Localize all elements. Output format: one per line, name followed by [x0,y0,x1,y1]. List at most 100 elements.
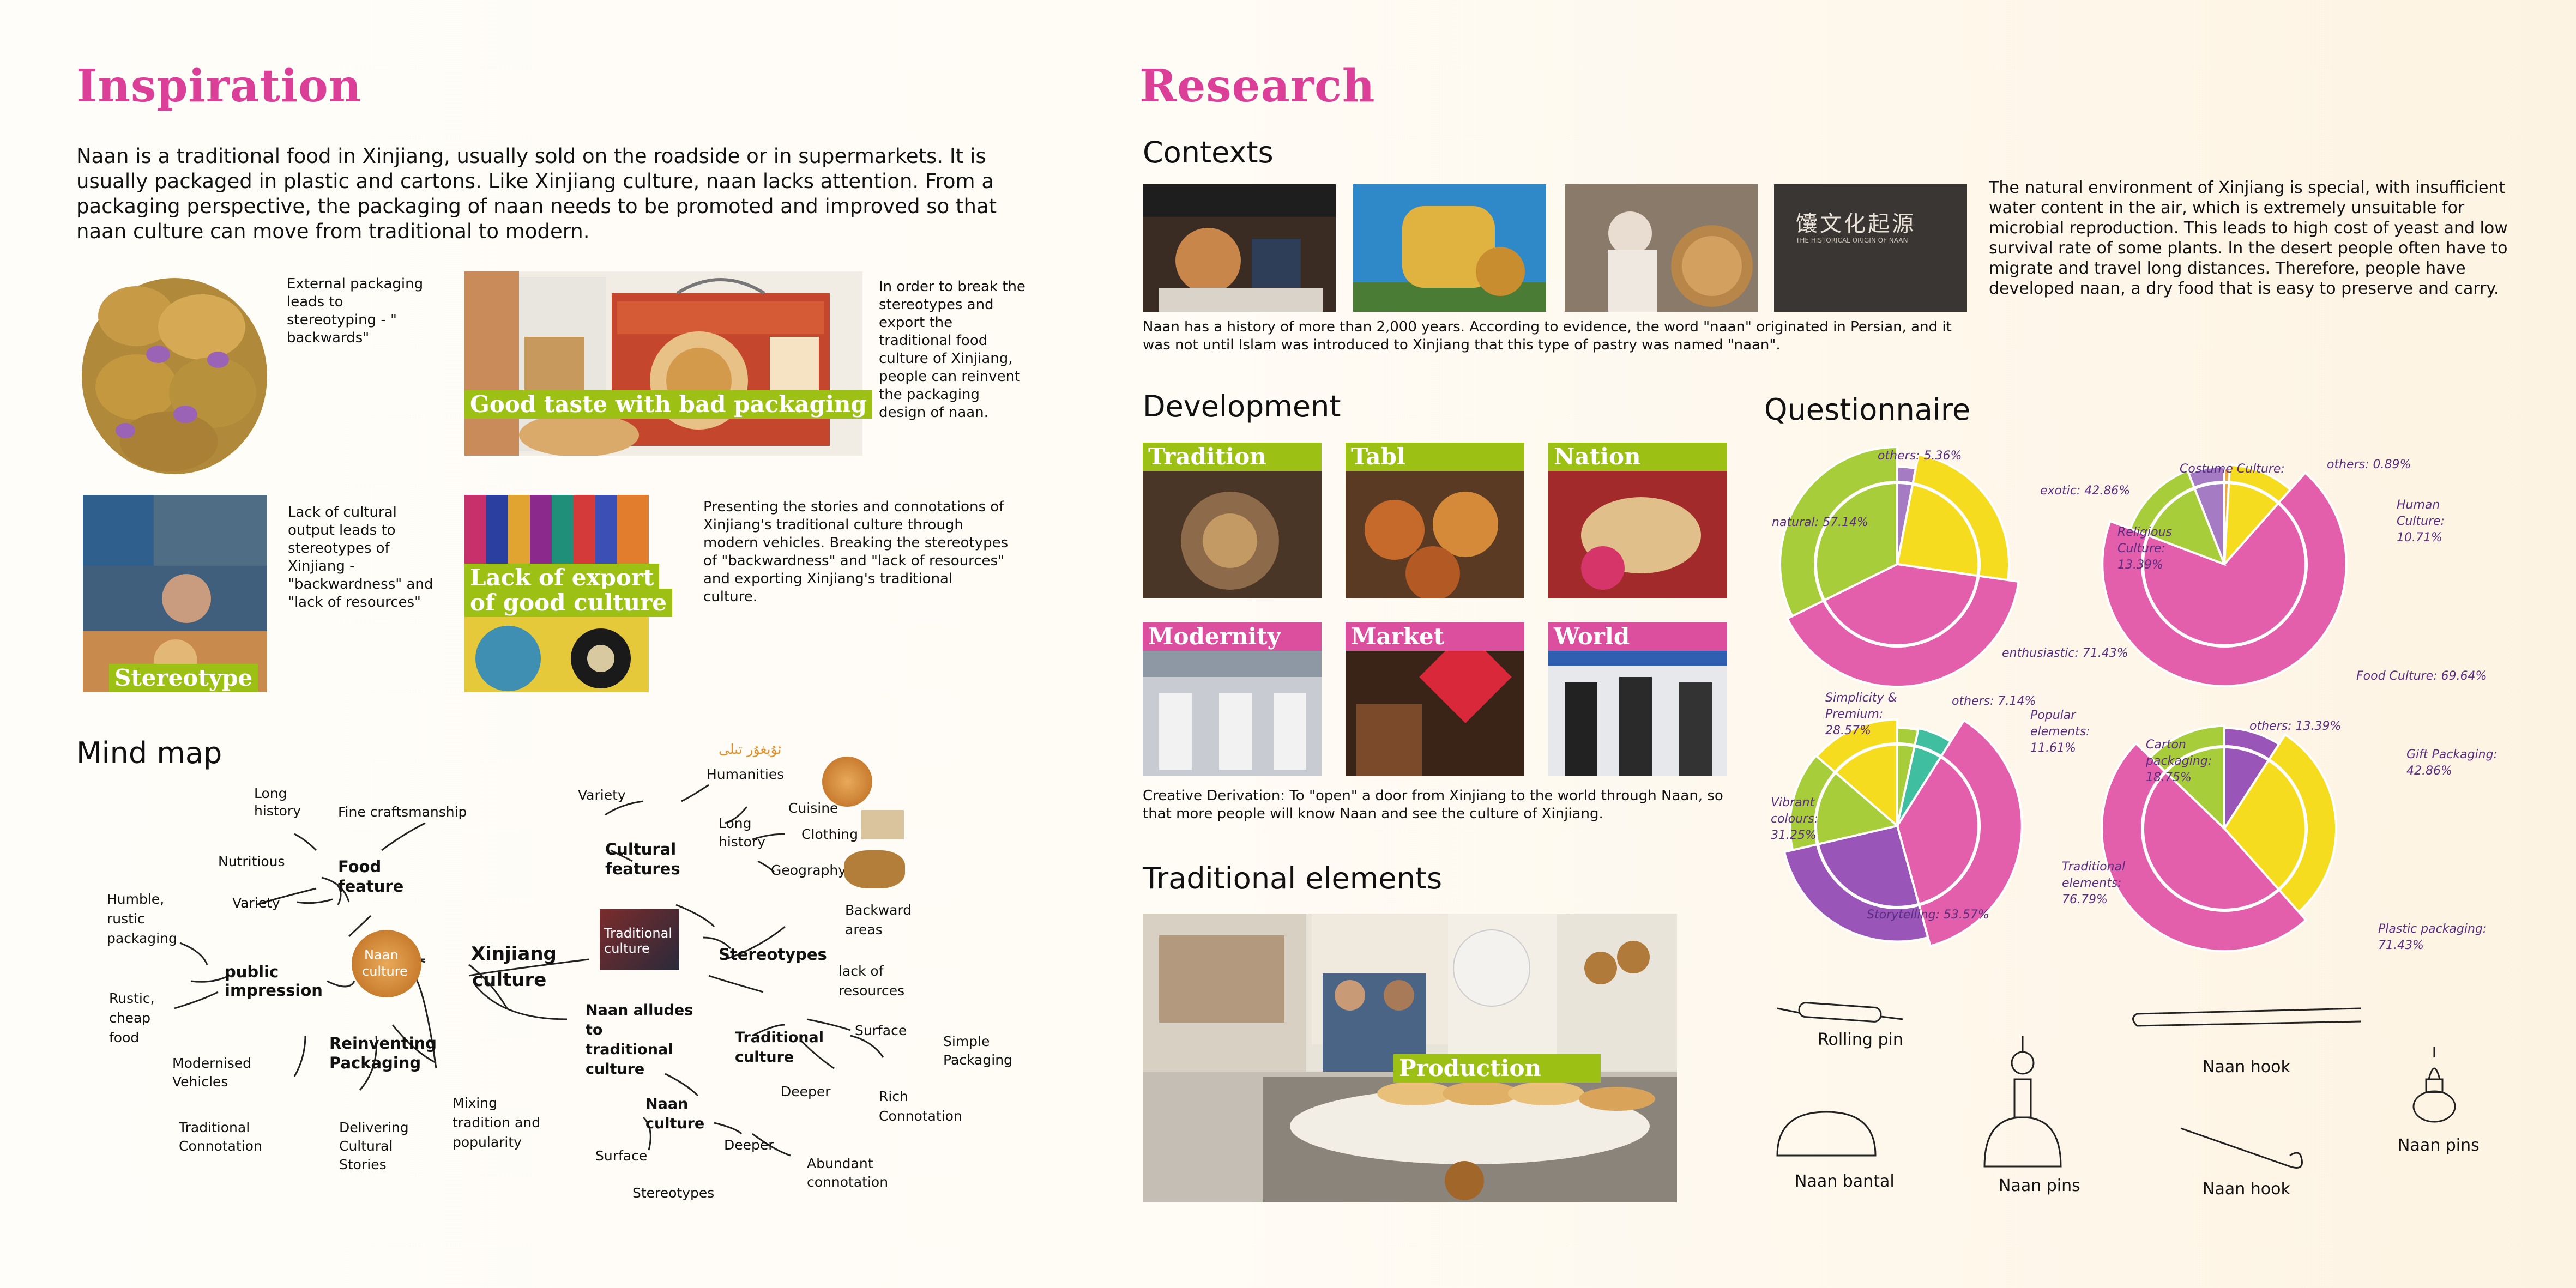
mm-clothing: Clothing [801,826,859,842]
museum-sign-english: THE HISTORICAL ORIGIN OF NAAN [1796,237,1908,244]
q3-slice-2 [1896,718,2023,948]
development-title: Development [1143,389,1341,424]
q2-label-food: Food Culture: 69.64% [2356,669,2487,683]
mm-trad-connotation: Traditional Connotation [179,1120,262,1154]
inspiration-intro: Naan is a traditional food in Xinjiang, … [76,144,997,243]
q3-label-others: others: 7.14% [1952,694,2036,708]
naan-hook-icon-1 [2132,1007,2361,1027]
mm-naan-alludes: Naan alludes to traditional culture [586,1002,693,1078]
q2-slice-2 [2101,471,2348,687]
tool-illustrations [1776,1002,2456,1169]
q1-label-enthusiastic: enthusiastic: 71.43% [2002,646,2128,660]
mm-surface: Surface [855,1023,907,1038]
q1-inner-ring [1814,481,1981,648]
mm-variety-right: Variety [578,787,626,803]
questionnaire-title: Questionnaire [1764,392,1971,427]
tool-naan-hook-1: Naan hook [2203,1057,2290,1077]
q2-label-costume: Costume Culture: [2180,462,2285,476]
contexts-title: Contexts [1143,135,1274,170]
q4-slice-2 [2101,742,2308,952]
q3-label-storytelling: Storytelling: 53.57% [1867,908,1989,922]
q2-label-human: Human Culture: 10.71% [2397,498,2445,545]
q1-label-exotic: exotic: 42.86% [2040,484,2131,498]
naan-pile-photo [76,267,273,480]
mm-naan-thumb [822,757,872,807]
q2-slice-3 [2128,469,2227,566]
q2-label-religious: Religious Culture: 13.39% [2117,525,2172,572]
traditional-elements-title: Traditional elements [1143,861,1443,896]
context-photo-3 [1565,184,1758,312]
label-lack-export-1: Lack of export [464,564,660,592]
mm-stereotypes: Stereotypes [719,945,827,964]
context-photo-1 [1143,184,1336,312]
dev-label-world: World [1548,622,1727,651]
museum-sign-chinese: 馕文化起源 [1796,211,1916,237]
mm-delivering: Delivering Cultural Stories [339,1120,409,1172]
mm-geography-thumb [844,850,905,888]
questionnaire-charts [1779,445,2348,952]
q4-slice-1 [2223,733,2337,914]
mm-backward: Backward areas [845,902,912,938]
mindmap-center-1: Xinjiang [471,943,557,965]
q4-label-gift: Gift Packaging: 42.86% [2406,748,2497,778]
dev-label-tradition: Tradition [1143,443,1322,471]
q3-label-traditional: Traditional elements: 76.79% [2062,860,2126,906]
note-external-packaging: External packaging leads to stereotyping… [287,276,424,346]
q1-slice-1 [1896,453,2010,582]
history-text: Naan has a history of more than 2,000 ye… [1143,319,1952,353]
naan-hook-icon-2 [2180,1127,2303,1169]
q4-slice-3 [2149,724,2225,831]
packaging-box-photo [464,271,862,456]
mindmap-title: Mind map [76,736,222,770]
mm-trad-culture-branch: Traditional culture [735,1029,824,1066]
context-photo-4: 馕文化起源 THE HISTORICAL ORIGIN OF NAAN [1774,184,1967,312]
q2-inner-ring [2141,481,2308,648]
mm-geography: Geography [771,862,847,878]
q3-label-popular: Popular elements: 11.61% [2030,709,2090,755]
dev-label-market: Market [1346,622,1524,651]
tool-naan-pins-mid: Naan pins [1999,1176,2080,1195]
tool-naan-pins-right: Naan pins [2398,1136,2480,1155]
mm-food-feature: Food feature [338,857,404,896]
q3-label-simplicity: Simplicity & Premium: 28.57% [1825,691,1897,737]
dev-label-nation: Nation [1548,443,1727,471]
mindmap-connectors [174,784,884,1157]
mm-surface-b: Surface [595,1148,648,1164]
mm-uyghur: ئۇيغۇر تىلى [719,741,782,757]
environment-text: The natural environment of Xinjiang is s… [1989,178,2508,298]
mm-lack-resources: lack of resources [838,963,905,999]
naan-culture-node [352,930,421,997]
q4-label-others: others: 13.39% [2249,719,2342,733]
q1-label-natural: natural: 57.14% [1772,516,1868,529]
naan-pins-icon-right [2412,1047,2456,1123]
q4-label-carton: Carton packaging: 18.75% [2146,738,2212,784]
mm-fine-craft: Fine craftsmanship [338,804,467,820]
mm-traditional-culture-thumb [600,909,679,970]
mm-deeper: Deeper [781,1084,831,1099]
mm-naan-culture-branch: Naan culture [645,1096,705,1132]
mm-cuisine: Cuisine [788,800,838,816]
note-lack-output: Lack of cultural output leads to stereot… [288,504,433,610]
rolling-pin-icon [1777,1002,1903,1023]
inspiration-title: Inspiration [76,60,362,112]
mm-rich-connotation: Rich Connotation [879,1089,962,1124]
mm-humble: Humble, rustic packaging [107,891,177,946]
q3-inner-ring [1814,742,1981,909]
stereotype-photo [83,495,267,692]
mm-nutritious: Nutritious [218,854,285,869]
dev-label-modernity: Modernity [1143,622,1322,651]
creative-derivation: Creative Derivation: To "open" a door fr… [1143,788,1723,822]
label-production: Production [1393,1054,1601,1083]
note-reinvent-packaging: In order to break the stereotypes and ex… [879,279,1025,421]
mindmap-center-2: culture [472,969,547,991]
q2-label-others: others: 0.89% [2327,458,2411,471]
mm-modernised: Modernised Vehicles [172,1055,252,1090]
mm-reinventing: Reinventing Packaging [329,1034,437,1072]
label-lack-export-2: of good culture [464,589,672,617]
naan-bantal-icon [1776,1111,1877,1157]
label-stereotype: Stereotype [109,664,258,692]
naan-culture-label-2: culture [362,964,408,979]
context-photo-2 [1353,184,1546,312]
mm-mixing: Mixing tradition and popularity [453,1095,541,1150]
q1-slice-2 [1785,563,2020,688]
